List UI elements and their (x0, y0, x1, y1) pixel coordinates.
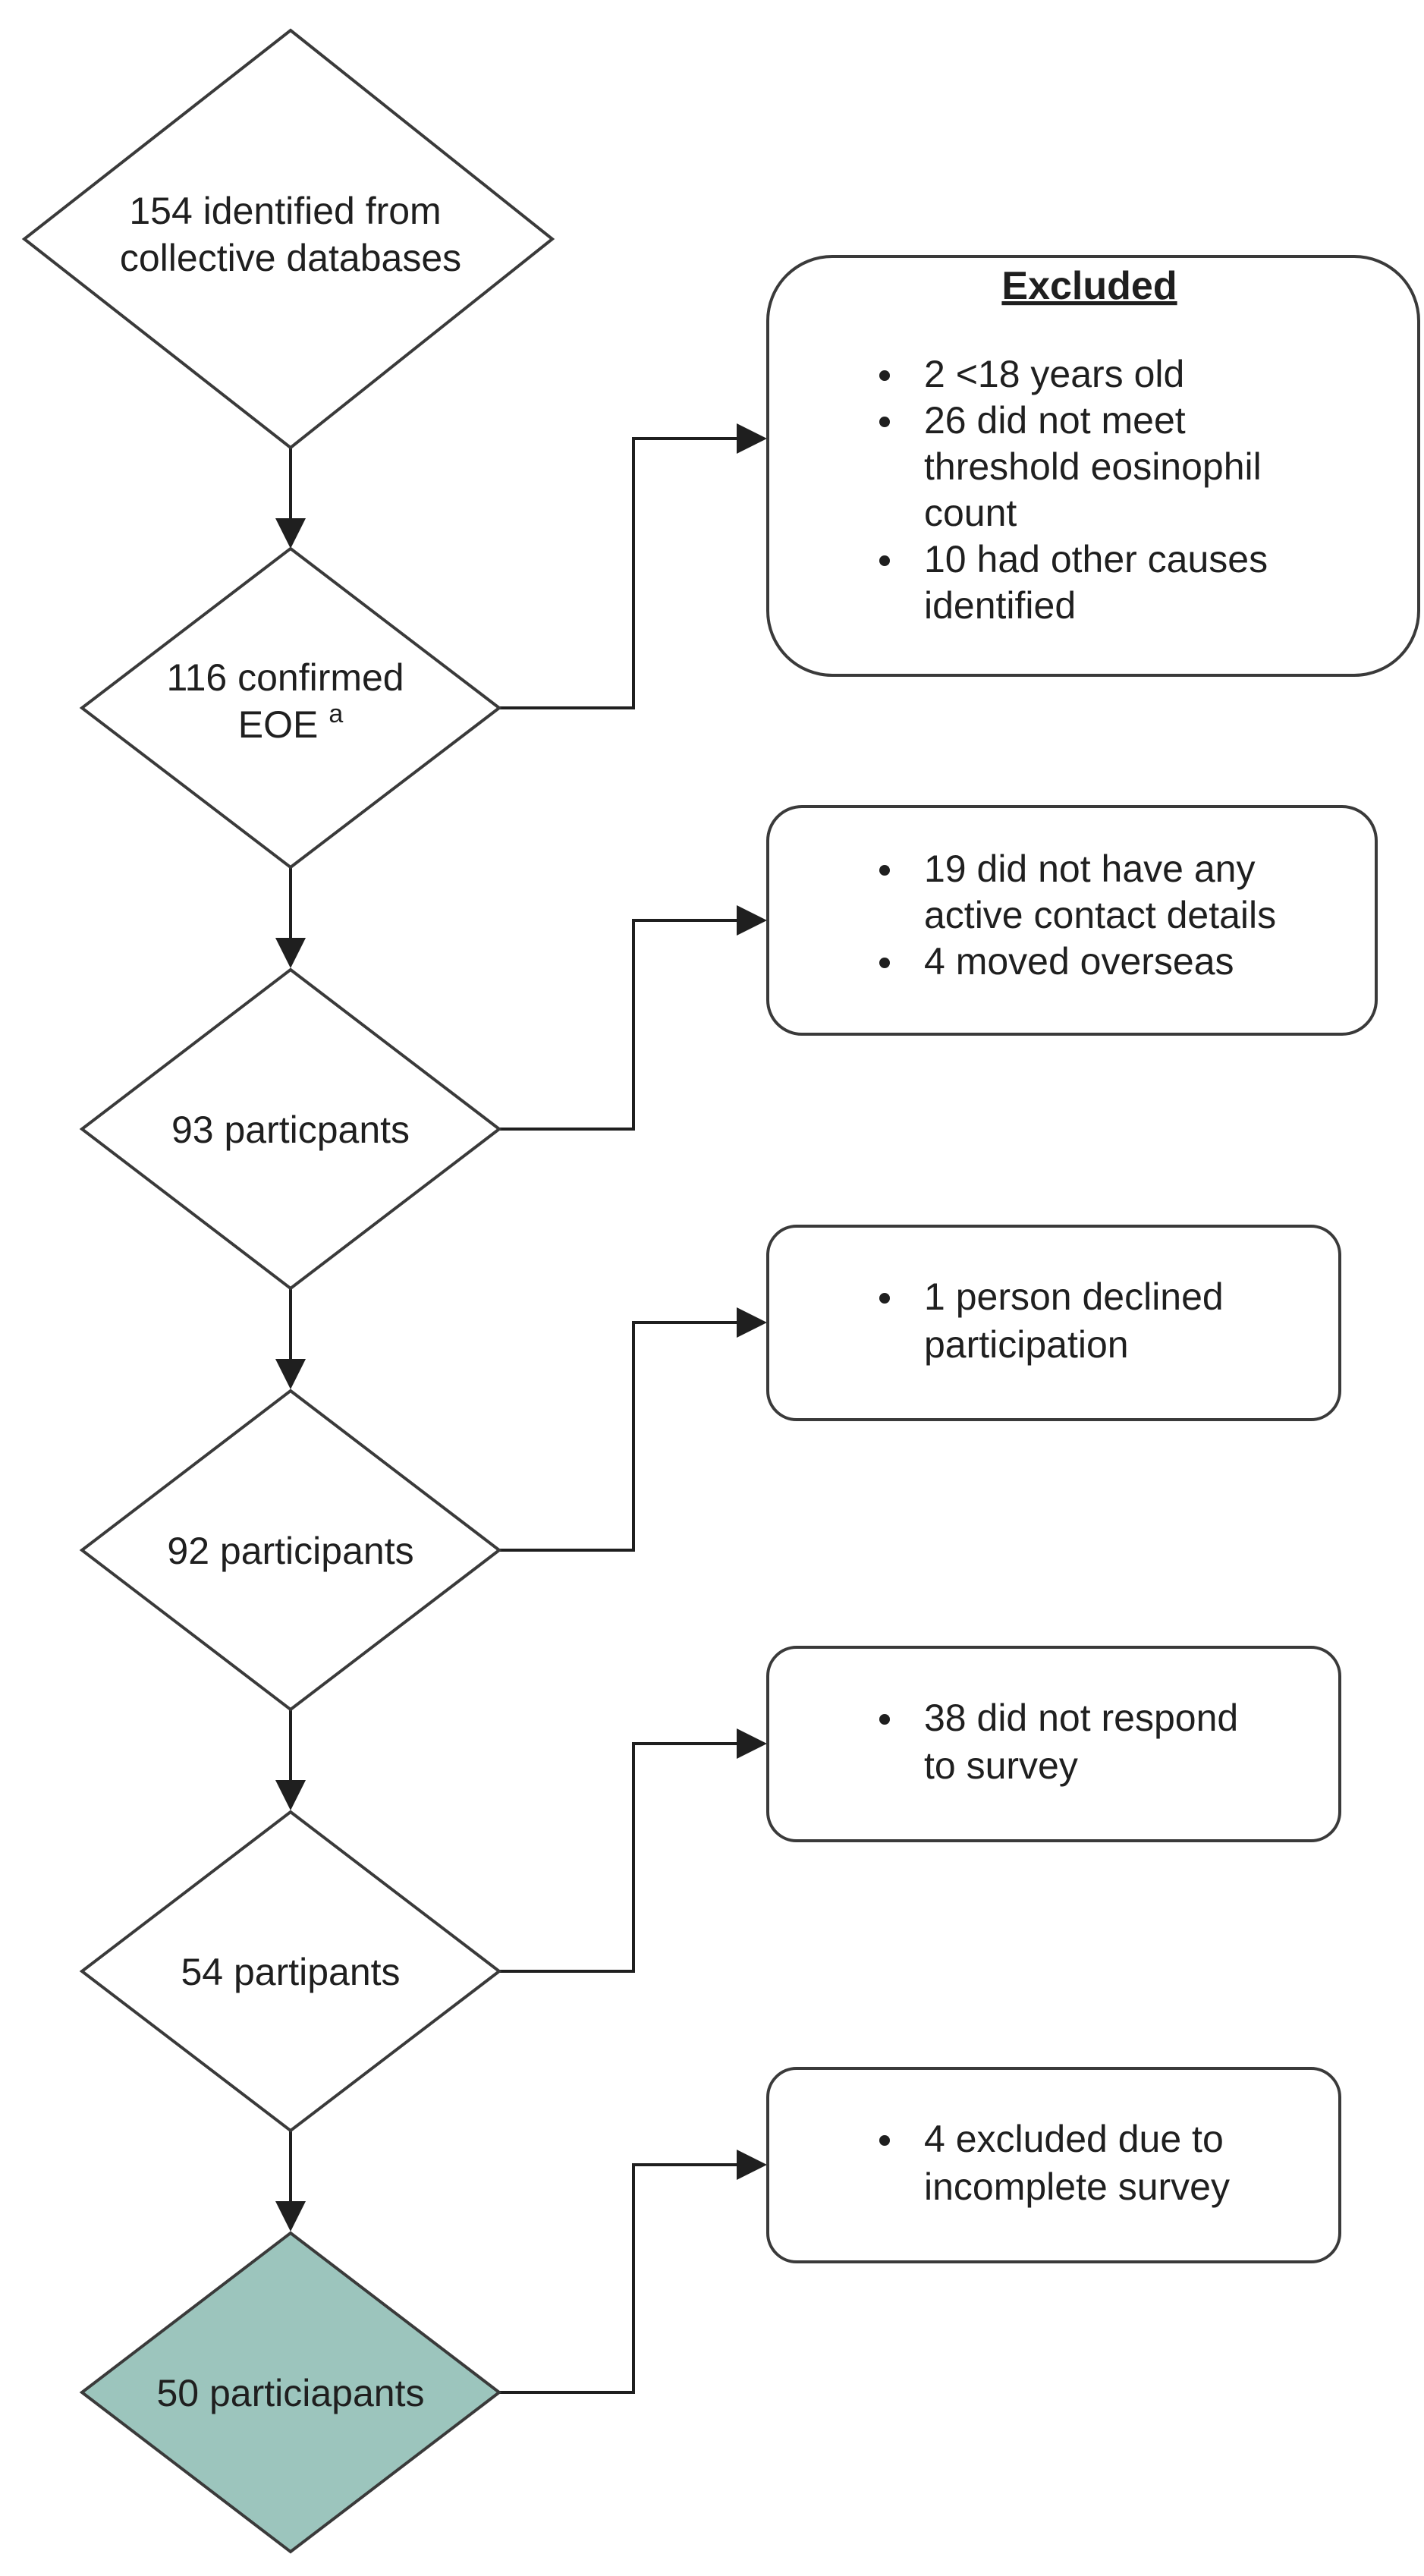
connector-4 (499, 1728, 767, 1973)
exclusion-box-1-content: Excluded 2 <18 years old 26 did not meet… (879, 264, 1278, 627)
node-2-superscript: a (328, 700, 343, 728)
bullet-item: 1 person declined participation (924, 1275, 1234, 1366)
exclusion-box-5-content: 4 excluded due to incomplete survey (879, 2118, 1234, 2208)
exclusion-box-3 (766, 1225, 1341, 1421)
connector-5 (499, 2150, 767, 2394)
connector-1 (499, 423, 767, 709)
bullet-item: 2 <18 years old (924, 353, 1184, 395)
exclusion-box-4-content: 38 did not respond to survey (879, 1697, 1249, 1787)
connector-2 (499, 905, 767, 1131)
exclusion-box-1 (766, 255, 1420, 677)
excluded-title: Excluded (1001, 264, 1177, 308)
diamond-node-5 (79, 1810, 502, 2133)
exclusion-box-2 (766, 805, 1378, 1036)
bullet-dot (879, 555, 890, 566)
bullet-item: 26 did not meet threshold eosinophil cou… (924, 399, 1272, 534)
exclusion-boxes (766, 255, 1420, 2263)
diamond-node-3 (79, 967, 502, 1291)
bullet-dot (879, 2135, 890, 2146)
bullet-dot (879, 958, 890, 968)
diamond-node-2 (79, 546, 502, 870)
side-connectors (499, 423, 767, 2394)
diamond-node-4 (79, 1389, 502, 1712)
bullet-item: 4 excluded due to incomplete survey (924, 2118, 1234, 2208)
diamond-node-1 (21, 28, 555, 450)
diamond-nodes (21, 28, 555, 2554)
bullet-item: 38 did not respond to survey (924, 1697, 1249, 1787)
bullet-dot (879, 370, 890, 381)
node-1-label: 154 identified from collective databases (120, 190, 461, 279)
bullet-item: 4 moved overseas (924, 940, 1234, 983)
node-3-label: 93 particpants (171, 1109, 410, 1151)
exclusion-box-3-content: 1 person declined participation (879, 1275, 1234, 1366)
node-6-label: 50 particiapants (156, 2372, 424, 2414)
diamond-node-6-final (79, 2231, 502, 2554)
bullet-dot (879, 1714, 890, 1725)
bullet-dot (879, 865, 890, 876)
bullet-item: 10 had other causes identified (924, 538, 1278, 627)
exclusion-box-4 (766, 1646, 1341, 1842)
bullet-dot (879, 417, 890, 427)
bullet-item: 19 did not have any active contact detai… (924, 848, 1276, 936)
node-4-label: 92 participants (167, 1530, 413, 1572)
bullet-dot (879, 1293, 890, 1304)
exclusion-box-2-content: 19 did not have any active contact detai… (879, 848, 1276, 983)
node-5-label: 54 partipants (181, 1951, 400, 1993)
exclusion-box-5 (766, 2067, 1341, 2263)
bullet-list: 2 <18 years old 26 did not meet threshol… (879, 353, 1278, 627)
connector-3 (499, 1307, 767, 1552)
diamond-labels: 154 identified from collective databases… (120, 190, 461, 2414)
